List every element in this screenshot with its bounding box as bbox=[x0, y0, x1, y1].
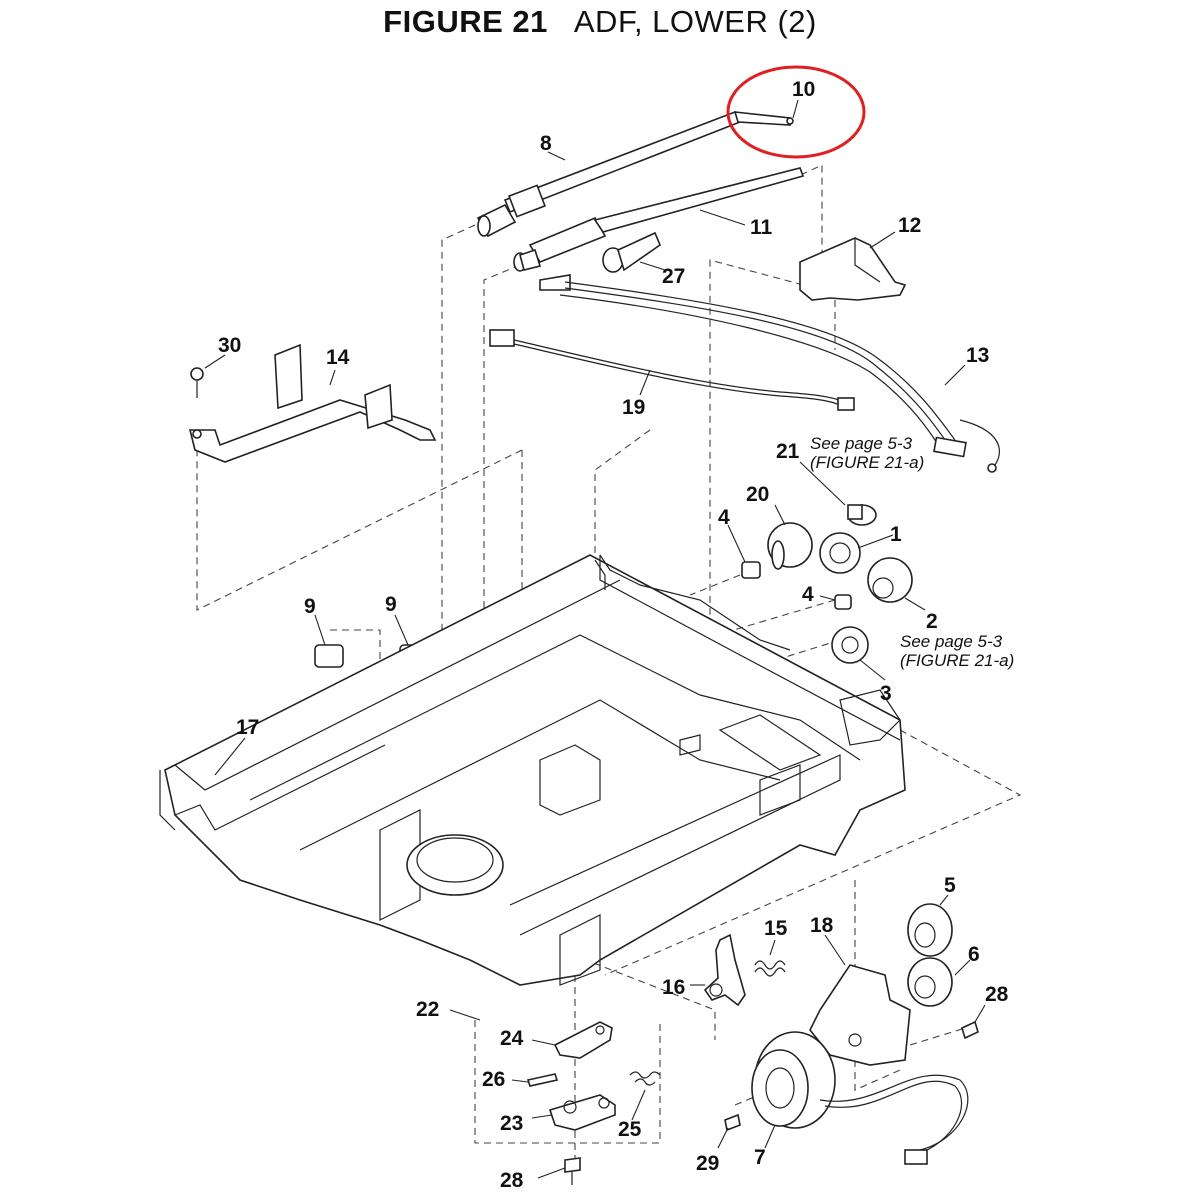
cover-12 bbox=[799, 237, 907, 301]
harness-13 bbox=[539, 274, 1000, 473]
callout-12: 12 bbox=[898, 214, 921, 237]
highlight-circle bbox=[726, 65, 866, 159]
callout-19: 19 bbox=[622, 396, 645, 419]
roller-8 bbox=[476, 110, 742, 238]
screw-30 bbox=[190, 367, 204, 398]
note-21-line2: (FIGURE 21-a) bbox=[810, 453, 924, 472]
screw-29 bbox=[724, 1113, 741, 1132]
gear-6 bbox=[907, 957, 953, 1007]
clip-9a bbox=[314, 644, 344, 668]
gear-27 bbox=[602, 231, 661, 273]
callout-27: 27 bbox=[662, 265, 685, 288]
screw-28b bbox=[961, 1020, 979, 1040]
callout-8: 8 bbox=[540, 132, 552, 155]
gear-20 bbox=[767, 522, 813, 570]
stopper-4b bbox=[834, 594, 852, 610]
hinge-23 bbox=[548, 1094, 616, 1131]
note-2-line1: See page 5-3 bbox=[900, 632, 1003, 651]
note-2-line2: (FIGURE 21-a) bbox=[900, 651, 1014, 670]
callout-9a: 9 bbox=[304, 595, 316, 618]
motor-7 bbox=[751, 1031, 969, 1165]
roller-11 bbox=[513, 167, 805, 272]
callout-28b: 28 bbox=[985, 983, 1009, 1006]
callout-9b: 9 bbox=[385, 593, 397, 616]
bracket-14 bbox=[188, 343, 437, 463]
callout-23: 23 bbox=[500, 1112, 523, 1135]
leader-lines bbox=[204, 99, 986, 1179]
callout-30: 30 bbox=[218, 334, 241, 357]
callout-15: 15 bbox=[764, 917, 788, 940]
note-21-line1: See page 5-3 bbox=[810, 434, 913, 453]
gear-21 bbox=[847, 504, 877, 526]
stopper-4a bbox=[741, 561, 761, 579]
hinge-plate-24 bbox=[553, 1021, 613, 1059]
callout-25: 25 bbox=[618, 1118, 642, 1141]
lever-16 bbox=[703, 933, 746, 1007]
gear-3 bbox=[831, 626, 869, 664]
callout-13: 13 bbox=[966, 344, 989, 367]
callout-16: 16 bbox=[662, 976, 685, 999]
callout-1: 1 bbox=[890, 523, 902, 546]
pin-26 bbox=[526, 1073, 559, 1087]
callout-21: 21 bbox=[776, 440, 800, 463]
callout-29: 29 bbox=[696, 1152, 719, 1175]
callout-4b: 4 bbox=[802, 583, 814, 606]
callout-17: 17 bbox=[236, 716, 259, 739]
spring-25 bbox=[629, 1071, 661, 1086]
callout-7: 7 bbox=[754, 1146, 766, 1169]
callout-3: 3 bbox=[880, 682, 892, 705]
frame-17 bbox=[159, 554, 906, 986]
callout-26: 26 bbox=[482, 1068, 505, 1091]
figure-number: FIGURE 21 bbox=[383, 4, 548, 39]
callout-10: 10 bbox=[792, 78, 815, 101]
gear-2 bbox=[867, 557, 913, 603]
callout-11: 11 bbox=[750, 216, 773, 239]
figure-title: FIGURE 21 ADF, LOWER (2) bbox=[0, 4, 1200, 40]
callout-6: 6 bbox=[968, 943, 980, 966]
screw-28a bbox=[564, 1157, 581, 1185]
callout-28a: 28 bbox=[500, 1169, 524, 1192]
callout-4a: 4 bbox=[718, 506, 730, 529]
callout-14: 14 bbox=[326, 346, 350, 369]
callout-24: 24 bbox=[500, 1027, 524, 1050]
callout-labels: 1 2 3 4 4 5 6 7 8 9 9 10 11 12 13 14 15 … bbox=[218, 78, 1009, 1192]
shaft-10 bbox=[733, 111, 794, 126]
gear-1 bbox=[819, 532, 861, 574]
wire-19 bbox=[489, 329, 855, 411]
reference-notes: See page 5-3 (FIGURE 21-a) See page 5-3 … bbox=[810, 434, 1014, 670]
spring-15 bbox=[754, 960, 786, 977]
callout-20: 20 bbox=[746, 483, 769, 506]
gear-5 bbox=[907, 903, 953, 957]
callout-2: 2 bbox=[926, 610, 938, 633]
callout-18: 18 bbox=[810, 914, 834, 937]
callout-22: 22 bbox=[416, 998, 439, 1021]
callout-5: 5 bbox=[944, 874, 956, 897]
figure-caption: ADF, LOWER (2) bbox=[573, 4, 817, 39]
